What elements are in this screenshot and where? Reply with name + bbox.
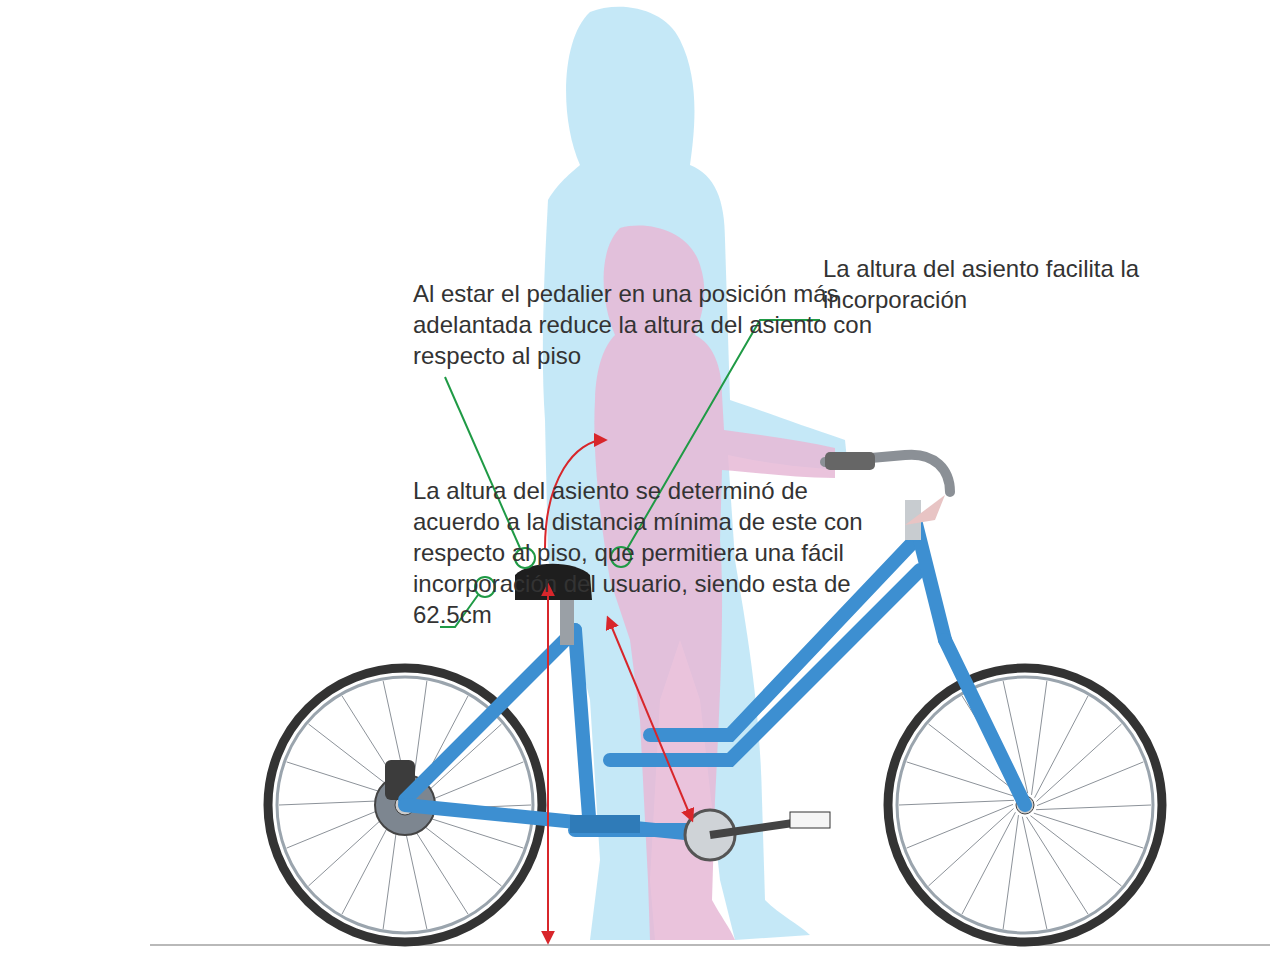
spoke [1026, 817, 1088, 914]
annotation-text: Al estar el pedalier en una posición más… [413, 278, 883, 371]
spoke [962, 812, 1015, 914]
ground-line [150, 944, 1270, 946]
pedal [790, 812, 830, 828]
spoke [1030, 816, 1121, 886]
grip [825, 452, 875, 470]
spoke [1037, 762, 1143, 806]
crank-arm [710, 822, 800, 835]
spoke [899, 800, 1014, 805]
spoke [907, 804, 1013, 848]
brake-lever [905, 495, 945, 525]
spoke [1022, 817, 1047, 929]
spoke [1036, 805, 1151, 810]
bicycle-frame [405, 520, 1025, 835]
annotation-text: La altura del asiento se determinó de ac… [413, 475, 883, 630]
seat-crank-arrow [608, 618, 692, 820]
seat-height-arrow [547, 585, 549, 942]
spoke [1036, 724, 1121, 801]
frame-joint [570, 815, 640, 833]
annotation-text: La altura del asiento facilita la incorp… [823, 253, 1153, 315]
adult-silhouette [543, 7, 848, 940]
seat-post [560, 595, 574, 645]
spoke [928, 809, 1013, 886]
spoke [1035, 696, 1088, 798]
